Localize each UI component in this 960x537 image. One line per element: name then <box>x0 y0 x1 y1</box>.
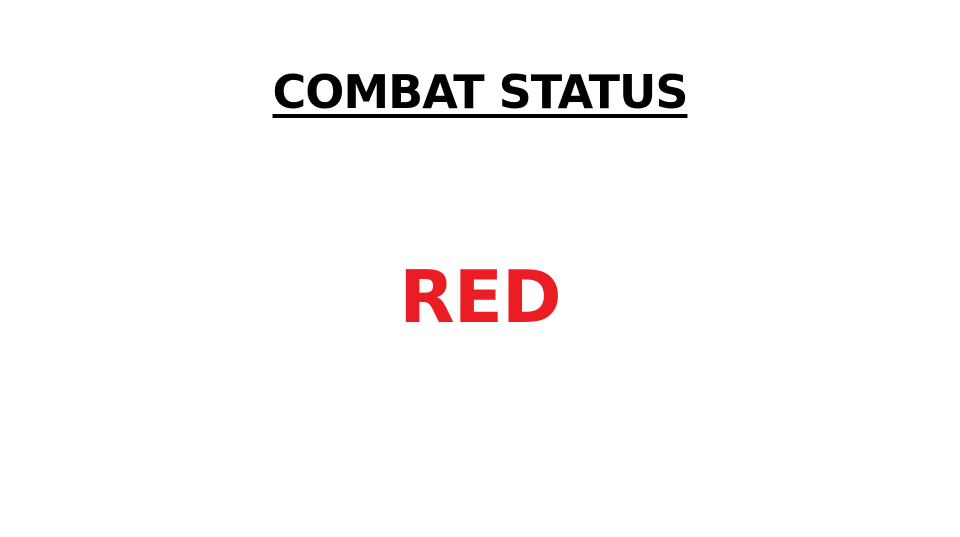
status-value: RED <box>399 255 561 339</box>
page-title: COMBAT STATUS <box>272 65 689 119</box>
